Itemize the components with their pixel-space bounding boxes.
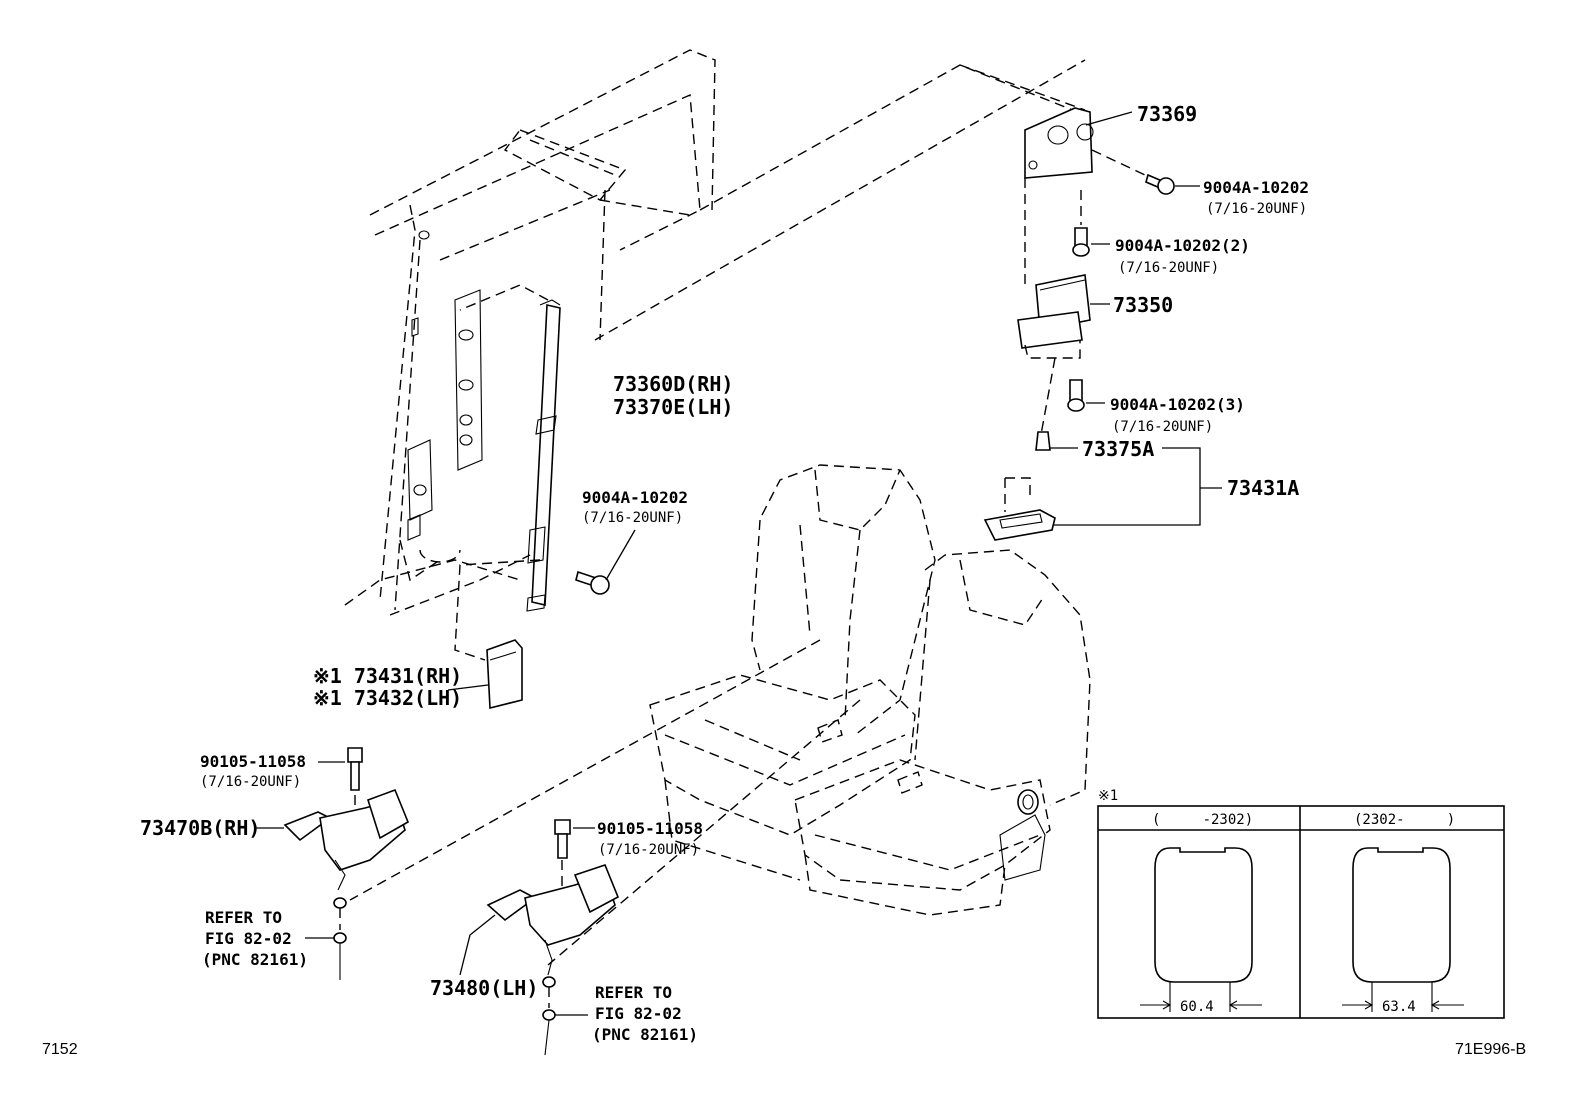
inset-dim-right: 63.4	[1382, 999, 1416, 1015]
label-bolt-mid-thread: (7/16-20UNF)	[582, 510, 683, 526]
label-bolt-3: 9004A-10202(3)	[1110, 395, 1245, 414]
label-bolt-90105-right-thread: (7/16-20UNF)	[598, 842, 699, 858]
retractor-bracket-73369	[1024, 107, 1133, 179]
clip-73375a	[1035, 431, 1222, 526]
inset-dim-left: 60.4	[1180, 999, 1214, 1015]
label-refer-right-3: (PNC 82161)	[592, 1025, 698, 1044]
label-bolt-3-thread: (7/16-20UNF)	[1112, 419, 1213, 435]
cover-outline-left	[1154, 847, 1253, 983]
label-73431a: 73431A	[1227, 476, 1299, 500]
label-bolt-90105-right: 90105-11058	[597, 819, 703, 838]
label-73432: ※1 73432(LH)	[313, 686, 462, 710]
label-73370e: 73370E(LH)	[613, 395, 733, 419]
illustration-code: 71E996-B	[1455, 1041, 1526, 1058]
label-73480: 73480(LH)	[430, 976, 538, 1000]
inset-header-right: (2302- )	[1354, 812, 1455, 828]
bolt-3	[1039, 357, 1105, 441]
page-code: 7152	[42, 1041, 78, 1058]
guide-73431a	[983, 477, 1056, 541]
label-bolt-2-thread: (7/16-20UNF)	[1118, 260, 1219, 276]
label-bolt-top: 9004A-10202	[1203, 178, 1309, 197]
buckle-73470b	[255, 747, 410, 980]
label-refer-left-3: (PNC 82161)	[202, 950, 308, 969]
inset-note-mark: ※1	[1098, 788, 1118, 804]
body-pillar-panel	[344, 49, 1086, 616]
label-refer-left-2: FIG 82-02	[205, 929, 292, 948]
cover-outline-right	[1352, 847, 1451, 983]
label-73375a: 73375A	[1082, 437, 1154, 461]
label-refer-right-1: REFER TO	[595, 983, 672, 1002]
label-73360d: 73360D(RH)	[613, 372, 733, 396]
label-bolt-90105-left: 90105-11058	[200, 752, 306, 771]
buckle-73480	[459, 819, 620, 1056]
inset-header-left: ( -2302)	[1152, 812, 1253, 828]
label-bolt-90105-left-thread: (7/16-20UNF)	[200, 774, 301, 790]
label-refer-left-1: REFER TO	[205, 908, 282, 927]
retractor-73350	[1017, 178, 1110, 359]
bolt-2	[1072, 190, 1110, 257]
label-bolt-mid: 9004A-10202	[582, 488, 688, 507]
label-73369: 73369	[1137, 102, 1197, 126]
label-73350: 73350	[1113, 293, 1173, 317]
label-bolt-top-thread: (7/16-20UNF)	[1206, 201, 1307, 217]
bolt-top	[1091, 149, 1200, 195]
label-73431: ※1 73431(RH)	[313, 664, 462, 688]
belt-cover	[447, 639, 523, 710]
label-bolt-2: 9004A-10202(2)	[1115, 236, 1250, 255]
label-73470b: 73470B(RH)	[140, 816, 260, 840]
rear-seat	[349, 464, 1091, 966]
part-labels: 73369 9004A-10202 (7/16-20UNF) 9004A-102…	[140, 102, 1309, 1044]
bolt-mid	[575, 529, 636, 595]
label-refer-right-2: FIG 82-02	[595, 1004, 682, 1023]
cover-variant-inset: ※1 ( -2302) (2302- ) 60.4 63.4	[1097, 788, 1505, 1019]
seat-belt-webbing	[454, 284, 561, 661]
